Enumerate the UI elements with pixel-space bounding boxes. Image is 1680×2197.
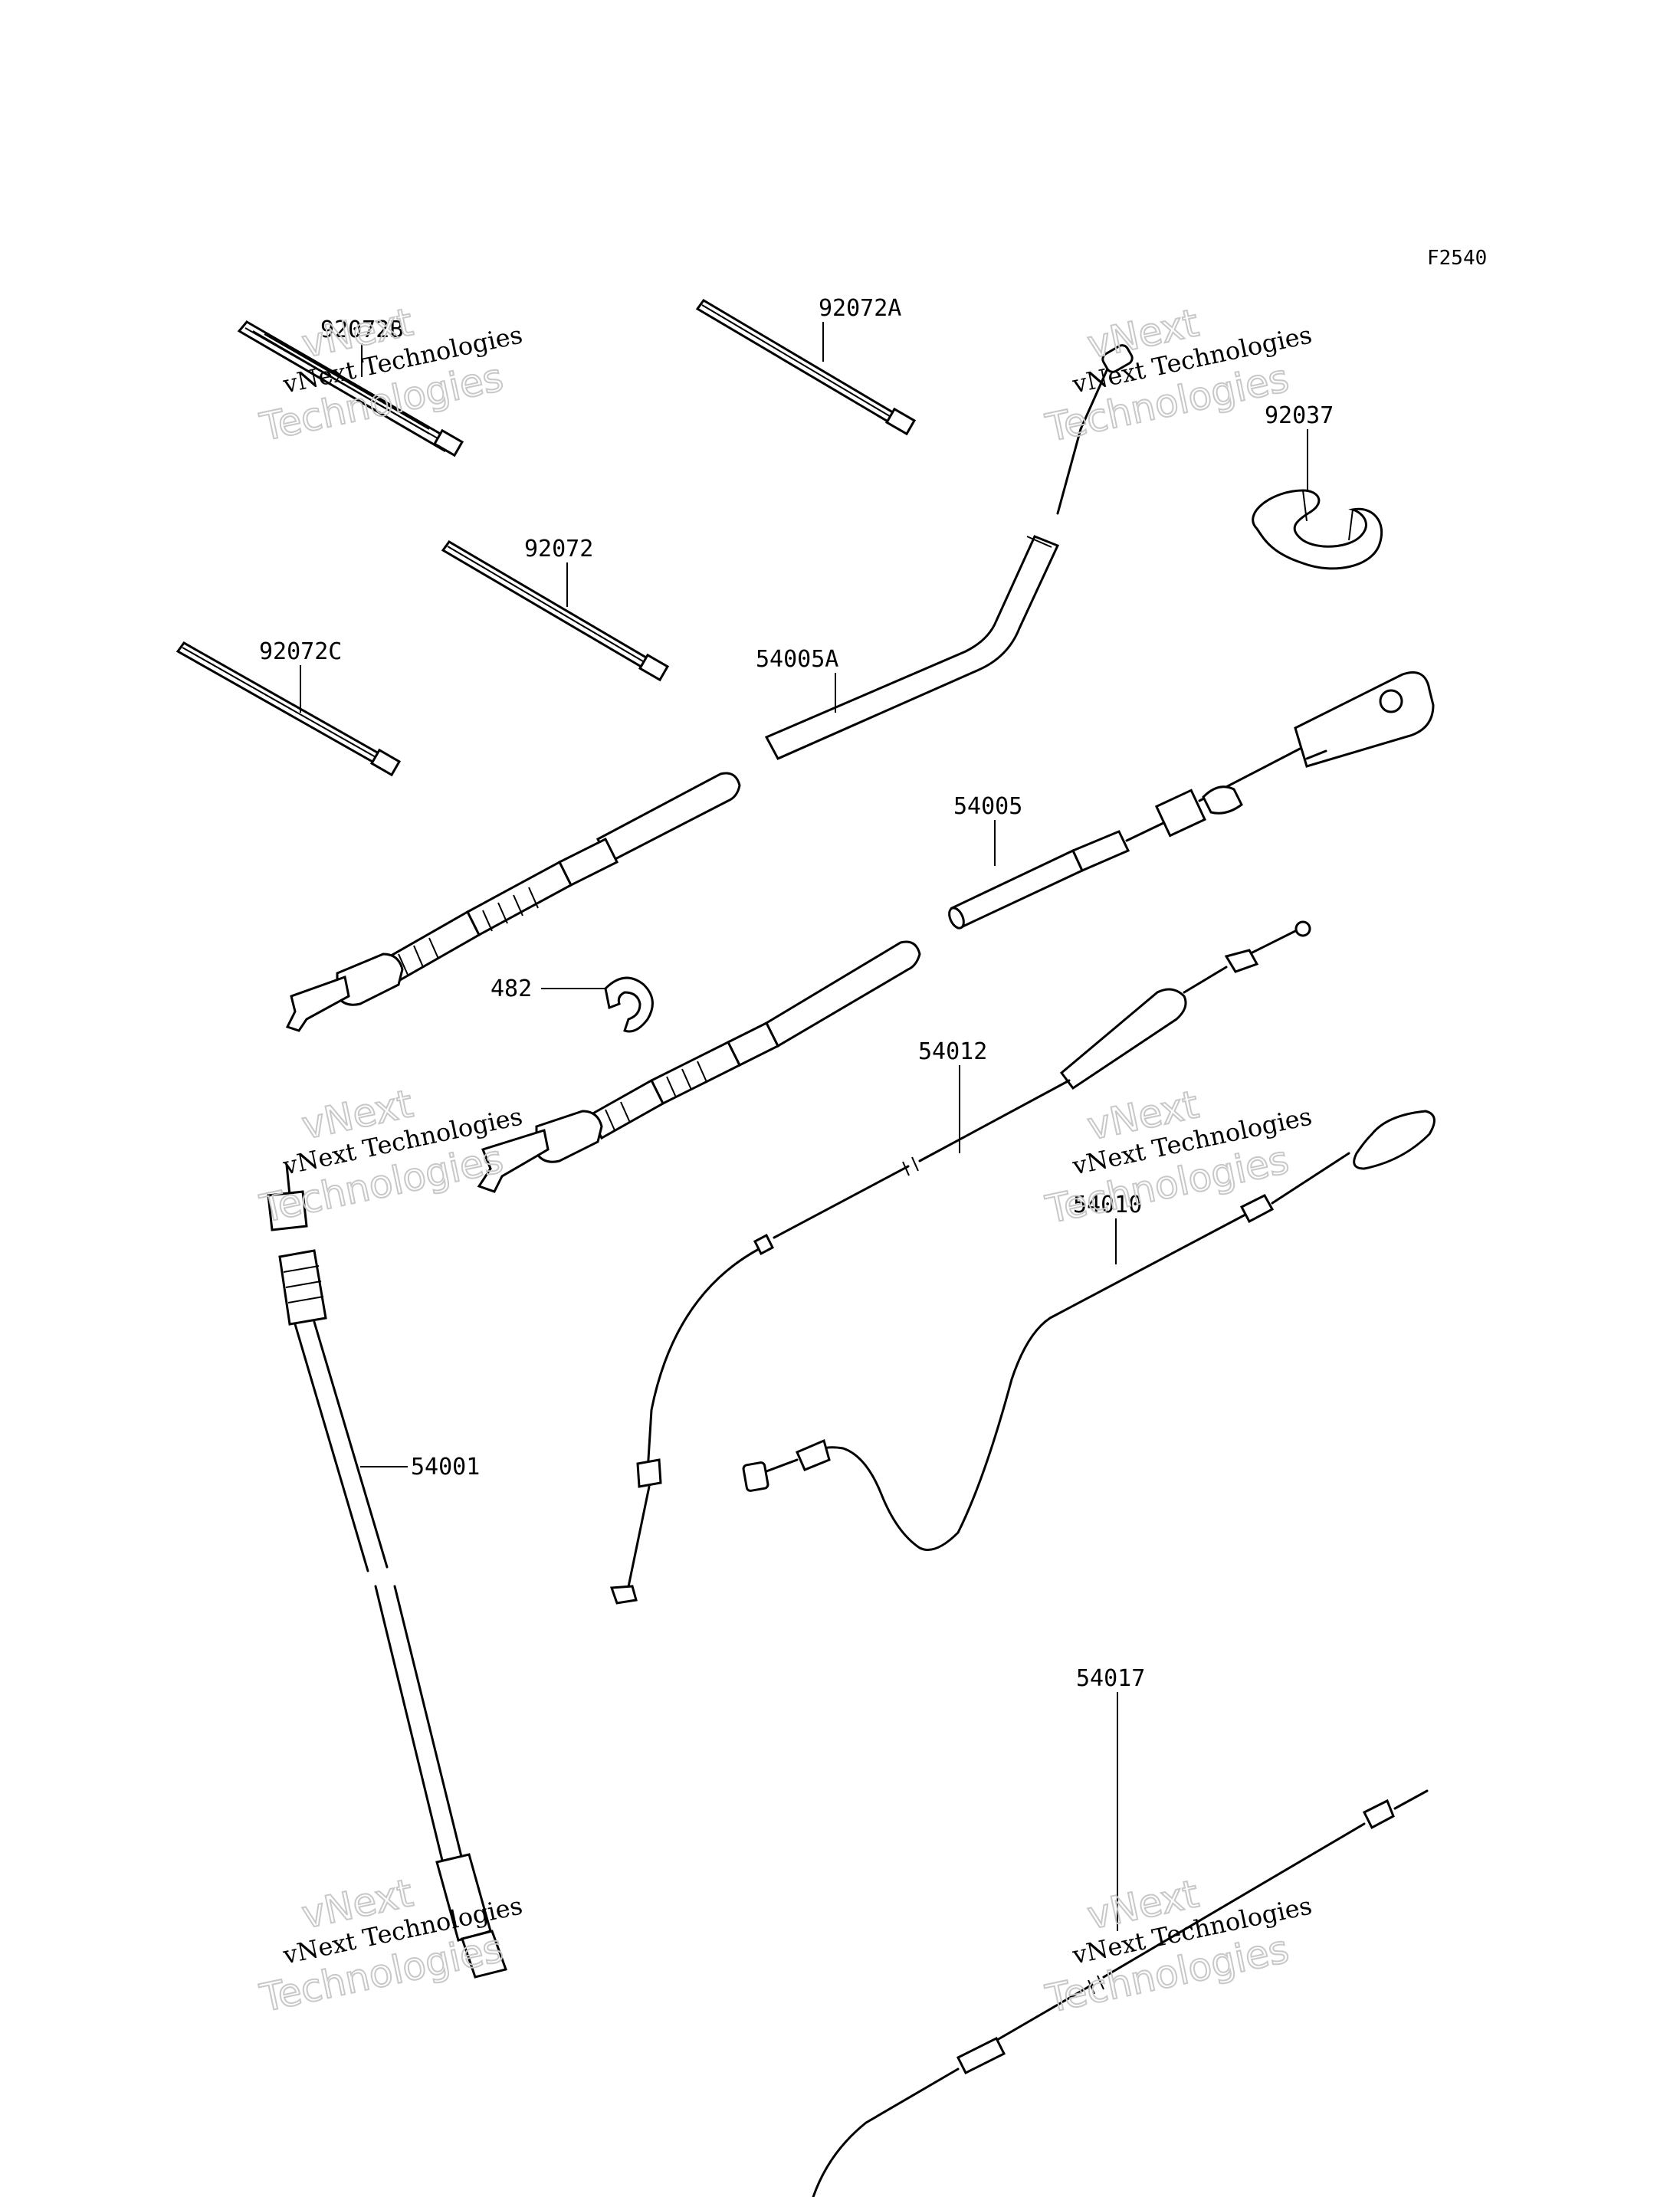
clip-482	[604, 976, 654, 1033]
label-92072A: 92072A	[819, 295, 901, 362]
svg-text:54005: 54005	[953, 793, 1022, 820]
svg-text:92037: 92037	[1265, 402, 1334, 429]
svg-text:54005A: 54005A	[756, 646, 838, 673]
label-92037: 92037	[1265, 402, 1334, 490]
label-54012: 54012	[918, 1038, 987, 1153]
label-54005A: 54005A	[756, 646, 838, 713]
cable-tie-92072A	[695, 299, 917, 436]
cable-54001	[267, 1163, 507, 1979]
watermark-top-left: vNext Technologies vNext Technologies	[255, 299, 525, 451]
cable-54017	[812, 1789, 1429, 2197]
label-54017: 54017	[1076, 1665, 1145, 1931]
svg-text:54012: 54012	[918, 1038, 987, 1065]
cable-assembly-middle-left	[477, 940, 921, 1193]
svg-text:54017: 54017	[1076, 1665, 1145, 1692]
svg-text:54010: 54010	[1073, 1192, 1142, 1218]
watermark-bottom-left: vNext Technologies vNext Technologies	[255, 1870, 525, 2022]
label-92072C: 92072C	[259, 638, 342, 713]
label-482: 482	[491, 976, 605, 1002]
clamp-92037	[1252, 489, 1383, 570]
svg-text:92072C: 92072C	[259, 638, 342, 665]
svg-text:92072: 92072	[524, 536, 593, 562]
cable-tie-92072B	[237, 320, 464, 457]
label-54001: 54001	[360, 1454, 480, 1481]
label-92072B: 92072B	[320, 316, 403, 377]
svg-text:482: 482	[491, 976, 532, 1002]
svg-text:54001: 54001	[411, 1454, 480, 1481]
cable-assembly-upper-left	[285, 772, 741, 1032]
cable-tie-92072	[441, 540, 670, 682]
label-92072: 92072	[524, 536, 593, 607]
cable-tie-92072C	[176, 641, 402, 777]
cable-54005	[948, 671, 1435, 930]
cable-54010	[742, 1110, 1436, 1551]
svg-text:92072A: 92072A	[819, 295, 901, 322]
label-54010: 54010	[1073, 1192, 1142, 1264]
cable-54012	[609, 920, 1311, 1605]
cable-54005A	[764, 344, 1134, 760]
watermark-mid-left: vNext Technologies vNext Technologies	[255, 1080, 525, 1232]
figure-code: F2540	[1427, 247, 1487, 270]
label-54005: 54005	[953, 793, 1022, 866]
watermark-bottom-right: vNext Technologies vNext Technologies	[1041, 1871, 1314, 2022]
svg-text:92072B: 92072B	[320, 316, 403, 343]
